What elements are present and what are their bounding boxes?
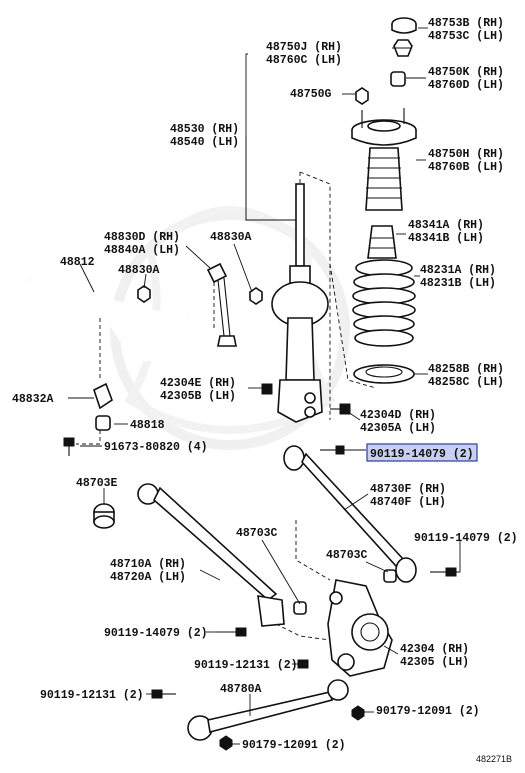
- label-bolt-90119-12131-mid[interactable]: 90119-12131 (2): [194, 659, 298, 672]
- lower-arm[interactable]: [137, 483, 285, 627]
- stabilizer-bracket[interactable]: [95, 415, 111, 431]
- label-strut-rod-rh[interactable]: 48730F (RH): [370, 483, 446, 496]
- label-bolt-90119-14079-right[interactable]: 90119-14079 (2): [414, 532, 518, 545]
- arm-bushing-48703c-upper[interactable]: [383, 569, 397, 583]
- label-stabilizer-bar[interactable]: 48812: [60, 256, 95, 269]
- arm-bushing-48703e[interactable]: [93, 503, 115, 529]
- strut-support-mount[interactable]: [351, 108, 417, 146]
- label-bushing-48832a[interactable]: 48832A: [12, 393, 54, 406]
- label-bolt-90119-14079-highlight[interactable]: 90119-14079 (2): [370, 448, 474, 461]
- dust-boot[interactable]: [365, 147, 403, 211]
- label-bolt-90179-12091-bottom[interactable]: 90179-12091 (2): [242, 739, 346, 752]
- coil-spring[interactable]: [352, 259, 416, 347]
- label-arm-bushing-48703c-upper[interactable]: 48703C: [236, 527, 278, 540]
- label-link-rh[interactable]: 48830D (RH): [104, 231, 180, 244]
- label-bolt-90119-12131-left[interactable]: 90119-12131 (2): [40, 689, 144, 702]
- label-arm-bushing-48703c-lower[interactable]: 48703C: [326, 549, 368, 562]
- rear-axle-carrier[interactable]: [327, 579, 393, 677]
- lower-arm-bolt[interactable]: [216, 627, 247, 637]
- label-strut-assy-rh[interactable]: 48750J (RH): [266, 41, 342, 54]
- diagram-id: 482271B: [476, 754, 512, 764]
- strut-rod[interactable]: [283, 445, 417, 583]
- mount-nut[interactable]: [390, 71, 406, 87]
- leader-lines: [68, 27, 461, 745]
- label-carrier-lh[interactable]: 42305 (LH): [400, 656, 469, 669]
- label-lower-arm-rh[interactable]: 48710A (RH): [110, 558, 186, 571]
- label-arm-bushing-48703e[interactable]: 48703E: [76, 477, 118, 490]
- label-bracket-48818[interactable]: 48818: [130, 419, 165, 432]
- label-bolt-42305a-lh[interactable]: 42305A (LH): [360, 422, 436, 435]
- highlight-bolt[interactable]: [320, 445, 345, 455]
- spring-insulator[interactable]: [353, 364, 415, 384]
- label-strut-assy-lh[interactable]: 48760C (LH): [266, 54, 342, 67]
- label-link-48830a-top[interactable]: 48830A: [210, 231, 252, 244]
- stabilizer-link[interactable]: [206, 262, 237, 347]
- link-bolt-bottom[interactable]: [219, 735, 233, 751]
- strut-rod-bolt-right[interactable]: [430, 567, 457, 577]
- label-support-rh[interactable]: 48750H (RH): [428, 148, 504, 161]
- carrier-bolt[interactable]: [297, 659, 309, 669]
- strut-bolt-upper[interactable]: [261, 383, 273, 395]
- label-shock-rh[interactable]: 48530 (RH): [170, 123, 239, 136]
- label-carrier-rh[interactable]: 42304 (RH): [400, 643, 469, 656]
- label-bolt-90119-14079-left[interactable]: 90119-14079 (2): [104, 627, 208, 640]
- bump-stop[interactable]: [367, 225, 397, 259]
- highlight-box: [366, 443, 478, 462]
- label-mount-nut-lh[interactable]: 48760D (LH): [428, 79, 504, 92]
- arm-bushing-48703c-lower[interactable]: [293, 601, 307, 615]
- link-bolt-right[interactable]: [351, 705, 365, 721]
- label-coil-spring-rh[interactable]: 48231A (RH): [420, 264, 496, 277]
- link-nut-top[interactable]: [249, 287, 263, 305]
- label-bumper-rh[interactable]: 48341A (RH): [408, 219, 484, 232]
- label-bolt-91673[interactable]: 91673-80820 (4): [104, 441, 208, 454]
- label-shock-lh[interactable]: 48540 (LH): [170, 136, 239, 149]
- stabilizer-bushing[interactable]: [93, 382, 113, 410]
- label-mount-nut-rh[interactable]: 48750K (RH): [428, 66, 504, 79]
- label-coil-spring-lh[interactable]: 48231B (LH): [420, 277, 496, 290]
- label-bolt-42305b-lh[interactable]: 42305B (LH): [160, 390, 236, 403]
- label-bumper-lh[interactable]: 48341B (LH): [408, 232, 484, 245]
- label-lower-arm-lh[interactable]: 48720A (LH): [110, 571, 186, 584]
- label-link-lh[interactable]: 48840A (LH): [104, 244, 180, 257]
- label-spring-insulator-lh[interactable]: 48258C (LH): [428, 376, 504, 389]
- shock-absorber[interactable]: [271, 183, 329, 423]
- lower-link[interactable]: [187, 679, 349, 741]
- label-nut-48750g[interactable]: 48750G: [290, 88, 332, 101]
- label-link-48830a-mid[interactable]: 48830A: [118, 264, 160, 277]
- label-bolt-42304d-rh[interactable]: 42304D (RH): [360, 409, 436, 422]
- link-nut-mid[interactable]: [137, 285, 151, 303]
- label-support-lh[interactable]: 48760B (LH): [428, 161, 504, 174]
- strut-bolt-lower[interactable]: [330, 403, 351, 415]
- label-mount-cap-rh[interactable]: 48753B (RH): [428, 17, 504, 30]
- bracket-bolt[interactable]: [63, 437, 75, 456]
- nut-48750g[interactable]: [355, 87, 369, 105]
- stabilizer-bar[interactable]: [28, 277, 189, 362]
- strut-mount-cap[interactable]: [391, 17, 417, 34]
- label-strut-rod-lh[interactable]: 48740F (LH): [370, 496, 446, 509]
- label-mount-cap-lh[interactable]: 48753C (LH): [428, 30, 504, 43]
- label-spring-insulator-rh[interactable]: 48258B (RH): [428, 363, 504, 376]
- label-bolt-90179-12091-right[interactable]: 90179-12091 (2): [376, 705, 480, 718]
- link-bolt-left[interactable]: [151, 689, 176, 699]
- label-lower-link[interactable]: 48780A: [220, 683, 262, 696]
- label-bolt-42304e-rh[interactable]: 42304E (RH): [160, 377, 236, 390]
